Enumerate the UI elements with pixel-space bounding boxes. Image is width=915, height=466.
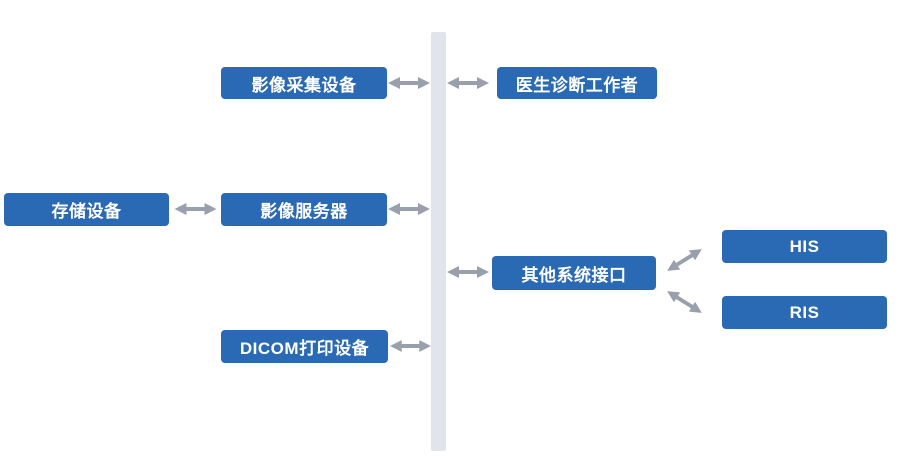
node-dicom-printer: DICOM打印设备 xyxy=(221,330,388,363)
node-his: HIS xyxy=(722,230,887,263)
node-label: HIS xyxy=(789,236,820,256)
bidirectional-arrow-bus-interface xyxy=(447,265,489,279)
node-image-acquisition: 影像采集设备 xyxy=(221,67,387,99)
node-storage-device: 存储设备 xyxy=(4,193,169,226)
node-label: 影像采集设备 xyxy=(251,75,357,95)
node-other-system-interface: 其他系统接口 xyxy=(492,256,656,290)
node-label: 医生诊断工作者 xyxy=(515,75,639,95)
bidirectional-arrow-interface-ris xyxy=(663,285,705,319)
bidirectional-arrow-bus-doctor xyxy=(447,76,489,90)
bidirectional-arrow-acquisition-bus xyxy=(388,76,430,90)
node-label: RIS xyxy=(789,302,820,322)
network-bus xyxy=(431,32,446,451)
bidirectional-arrow-interface-his xyxy=(663,243,705,277)
node-label: DICOM打印设备 xyxy=(239,339,370,358)
node-ris: RIS xyxy=(722,296,887,329)
node-label: 其他系统接口 xyxy=(521,265,627,285)
node-label: 影像服务器 xyxy=(260,202,348,221)
node-label: 存储设备 xyxy=(51,202,122,221)
bidirectional-arrow-storage-server xyxy=(174,202,217,216)
bidirectional-arrow-server-bus xyxy=(388,202,430,216)
node-image-server: 影像服务器 xyxy=(221,193,387,226)
bidirectional-arrow-dicom-bus xyxy=(390,339,431,353)
node-doctor-workstation: 医生诊断工作者 xyxy=(497,67,657,99)
